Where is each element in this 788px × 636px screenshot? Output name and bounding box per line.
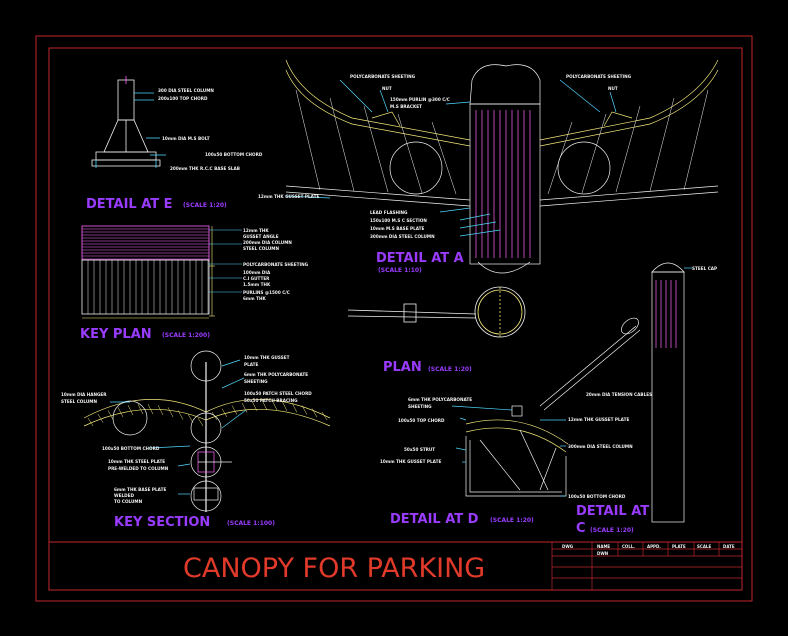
- tag-d-cables: 20mm DIA TENSION CABLES: [586, 392, 652, 397]
- tb-header-dwg: DWG: [562, 544, 573, 549]
- tag-e-bottom-chord: 100x50 BOTTOM CHORD: [205, 152, 263, 157]
- tag-ks-bracing: 50x50 PATCH BRACING: [244, 398, 298, 403]
- tag-d-sheeting: SHEETING: [408, 404, 432, 409]
- detail-c-title-1: DETAIL AT: [576, 504, 649, 519]
- tb-row-dwn: DWN: [597, 551, 608, 556]
- tb-header-coll: COLL.: [622, 544, 635, 549]
- tag-kp-thk: 1.5mm THK: [243, 282, 271, 287]
- tag-a-sheeting-left: POLYCARBONATE SHEETING: [350, 74, 416, 79]
- tag-d-strut: 50x50 STRUT: [404, 447, 435, 452]
- detail-c-drawing: [539, 262, 692, 523]
- tag-ks-plate: PLATE: [244, 362, 259, 367]
- tb-header-scale: SCALE: [697, 544, 711, 549]
- tag-ks-hanger: 10mm DIA HANGER: [61, 392, 107, 397]
- tag-a-bracket: M.S BRACKET: [390, 104, 422, 109]
- tag-kp-steel-column: STEEL COLUMN: [243, 246, 279, 251]
- tag-a-flashing: LEAD FLASHING: [370, 210, 408, 215]
- tag-kp-sheeting: POLYCARBONATE SHEETING: [243, 262, 309, 267]
- tag-e-bolt: 10mm DIA M.S BOLT: [162, 136, 210, 141]
- tag-a-nut-right: NUT: [608, 86, 618, 91]
- tag-ks-sheeting-thk: 6mm THK POLYCARBONATE: [244, 372, 308, 377]
- detail-a-drawing: [285, 59, 719, 274]
- tag-kp-6mm: 6mm THK: [243, 296, 266, 301]
- drawing-title: CANOPY FOR PARKING: [183, 553, 485, 584]
- outer-border: [35, 35, 753, 602]
- tag-ks-base-plate: 6mm THK BASE PLATE: [114, 487, 166, 492]
- tag-a-nut-left: NUT: [382, 86, 392, 91]
- detail-e-drawing: [91, 76, 166, 168]
- tb-header-name: NAME: [597, 544, 610, 549]
- key-plan-title: KEY PLAN: [80, 327, 152, 342]
- tag-kp-dia-column: 200mm DIA COLUMN: [243, 240, 292, 245]
- tag-a-c-section: 150x100 M.S C SECTION: [370, 218, 427, 223]
- key-section-drawing: [83, 350, 331, 512]
- tag-ks-steel-plate: 10mm THK STEEL PLATE: [108, 459, 165, 464]
- detail-d-title: DETAIL AT D: [390, 512, 479, 527]
- detail-e-scale: (SCALE 1:20): [183, 202, 227, 209]
- tag-c-steel-cap: STEEL CAP: [692, 266, 717, 271]
- tag-ks-to-column: TO COLUMN: [114, 499, 143, 504]
- detail-c-title-2: C: [576, 521, 586, 536]
- tag-ks-chord: 100x50 PATCH STEEL CHORD: [244, 391, 312, 396]
- plan-title: PLAN: [383, 360, 422, 375]
- tag-e-base-slab: 200mm THK R.C.C BASE SLAB: [170, 166, 240, 171]
- title-block: [551, 541, 743, 591]
- tag-a-base-plate: 10mm M.S BASE PLATE: [370, 226, 425, 231]
- key-plan-drawing: [81, 225, 215, 319]
- tag-kp-gusset: 12mm THK: [243, 228, 269, 233]
- tag-a-purlin: 150mm PURLIN @300 C/C: [390, 97, 450, 102]
- tag-ks-bottom-chord: 100x50 BOTTOM CHORD: [102, 446, 160, 451]
- detail-e-title: DETAIL AT E: [86, 197, 173, 212]
- tag-d-top-chord: 100x50 TOP CHORD: [398, 418, 445, 423]
- tag-ks-sheeting: SHEETING: [244, 379, 268, 384]
- tag-ks-prewelded: PRE-WELDED TO COLUMN: [108, 466, 169, 471]
- tag-a-gusset: 12mm THK GUSSET PLATE: [258, 194, 319, 199]
- tb-header-date: DATE: [723, 544, 735, 549]
- inner-border: [48, 47, 743, 591]
- tag-d-gusset: 10mm THK GUSSET PLATE: [380, 459, 441, 464]
- key-plan-scale: (SCALE 1:200): [162, 332, 210, 339]
- tag-kp-gutter: C.I GUTTER: [243, 276, 270, 281]
- tag-a-column: 300mm DIA STEEL COLUMN: [370, 234, 435, 239]
- tag-d-bottom-chord: 100x50 BOTTOM CHORD: [568, 494, 626, 499]
- tag-a-sheeting-right: POLYCARBONATE SHEETING: [566, 74, 632, 79]
- key-section-title: KEY SECTION: [114, 515, 210, 530]
- tag-d-column: 300mm DIA STEEL COLUMN: [568, 444, 633, 449]
- tag-d-sheeting-thk: 6mm THK POLYCARBONATE: [408, 397, 472, 402]
- detail-d-scale: (SCALE 1:20): [490, 517, 534, 524]
- detail-a-title: DETAIL AT A: [376, 251, 464, 266]
- plan-scale: (SCALE 1:20): [428, 366, 472, 373]
- tag-kp-purlins: PURLINS @1500 C/C: [243, 290, 290, 295]
- plan-drawing: [347, 286, 526, 338]
- tb-header-appd: APPD.: [647, 544, 661, 549]
- tag-ks-steel-column: STEEL COLUMN: [61, 399, 97, 404]
- tag-e-column: 300 DIA STEEL COLUMN: [158, 88, 214, 93]
- tag-e-top-chord: 200x100 TOP CHORD: [158, 96, 208, 101]
- tag-ks-gusset: 10mm THK GUSSET: [244, 355, 290, 360]
- tb-header-plate: PLATE: [672, 544, 686, 549]
- detail-d-drawing: [451, 405, 569, 497]
- key-section-scale: (SCALE 1:100): [227, 520, 275, 527]
- tag-kp-dia: 100mm DIA: [243, 270, 271, 275]
- detail-a-scale: (SCALE 1:10): [378, 267, 422, 274]
- tag-kp-gusset-angle: GUSSET ANGLE: [243, 234, 279, 239]
- tag-ks-welded: WELDED: [114, 493, 134, 498]
- detail-c-scale: (SCALE 1:20): [590, 527, 634, 534]
- tag-d-gusset-12: 12mm THK GUSSET PLATE: [568, 417, 629, 422]
